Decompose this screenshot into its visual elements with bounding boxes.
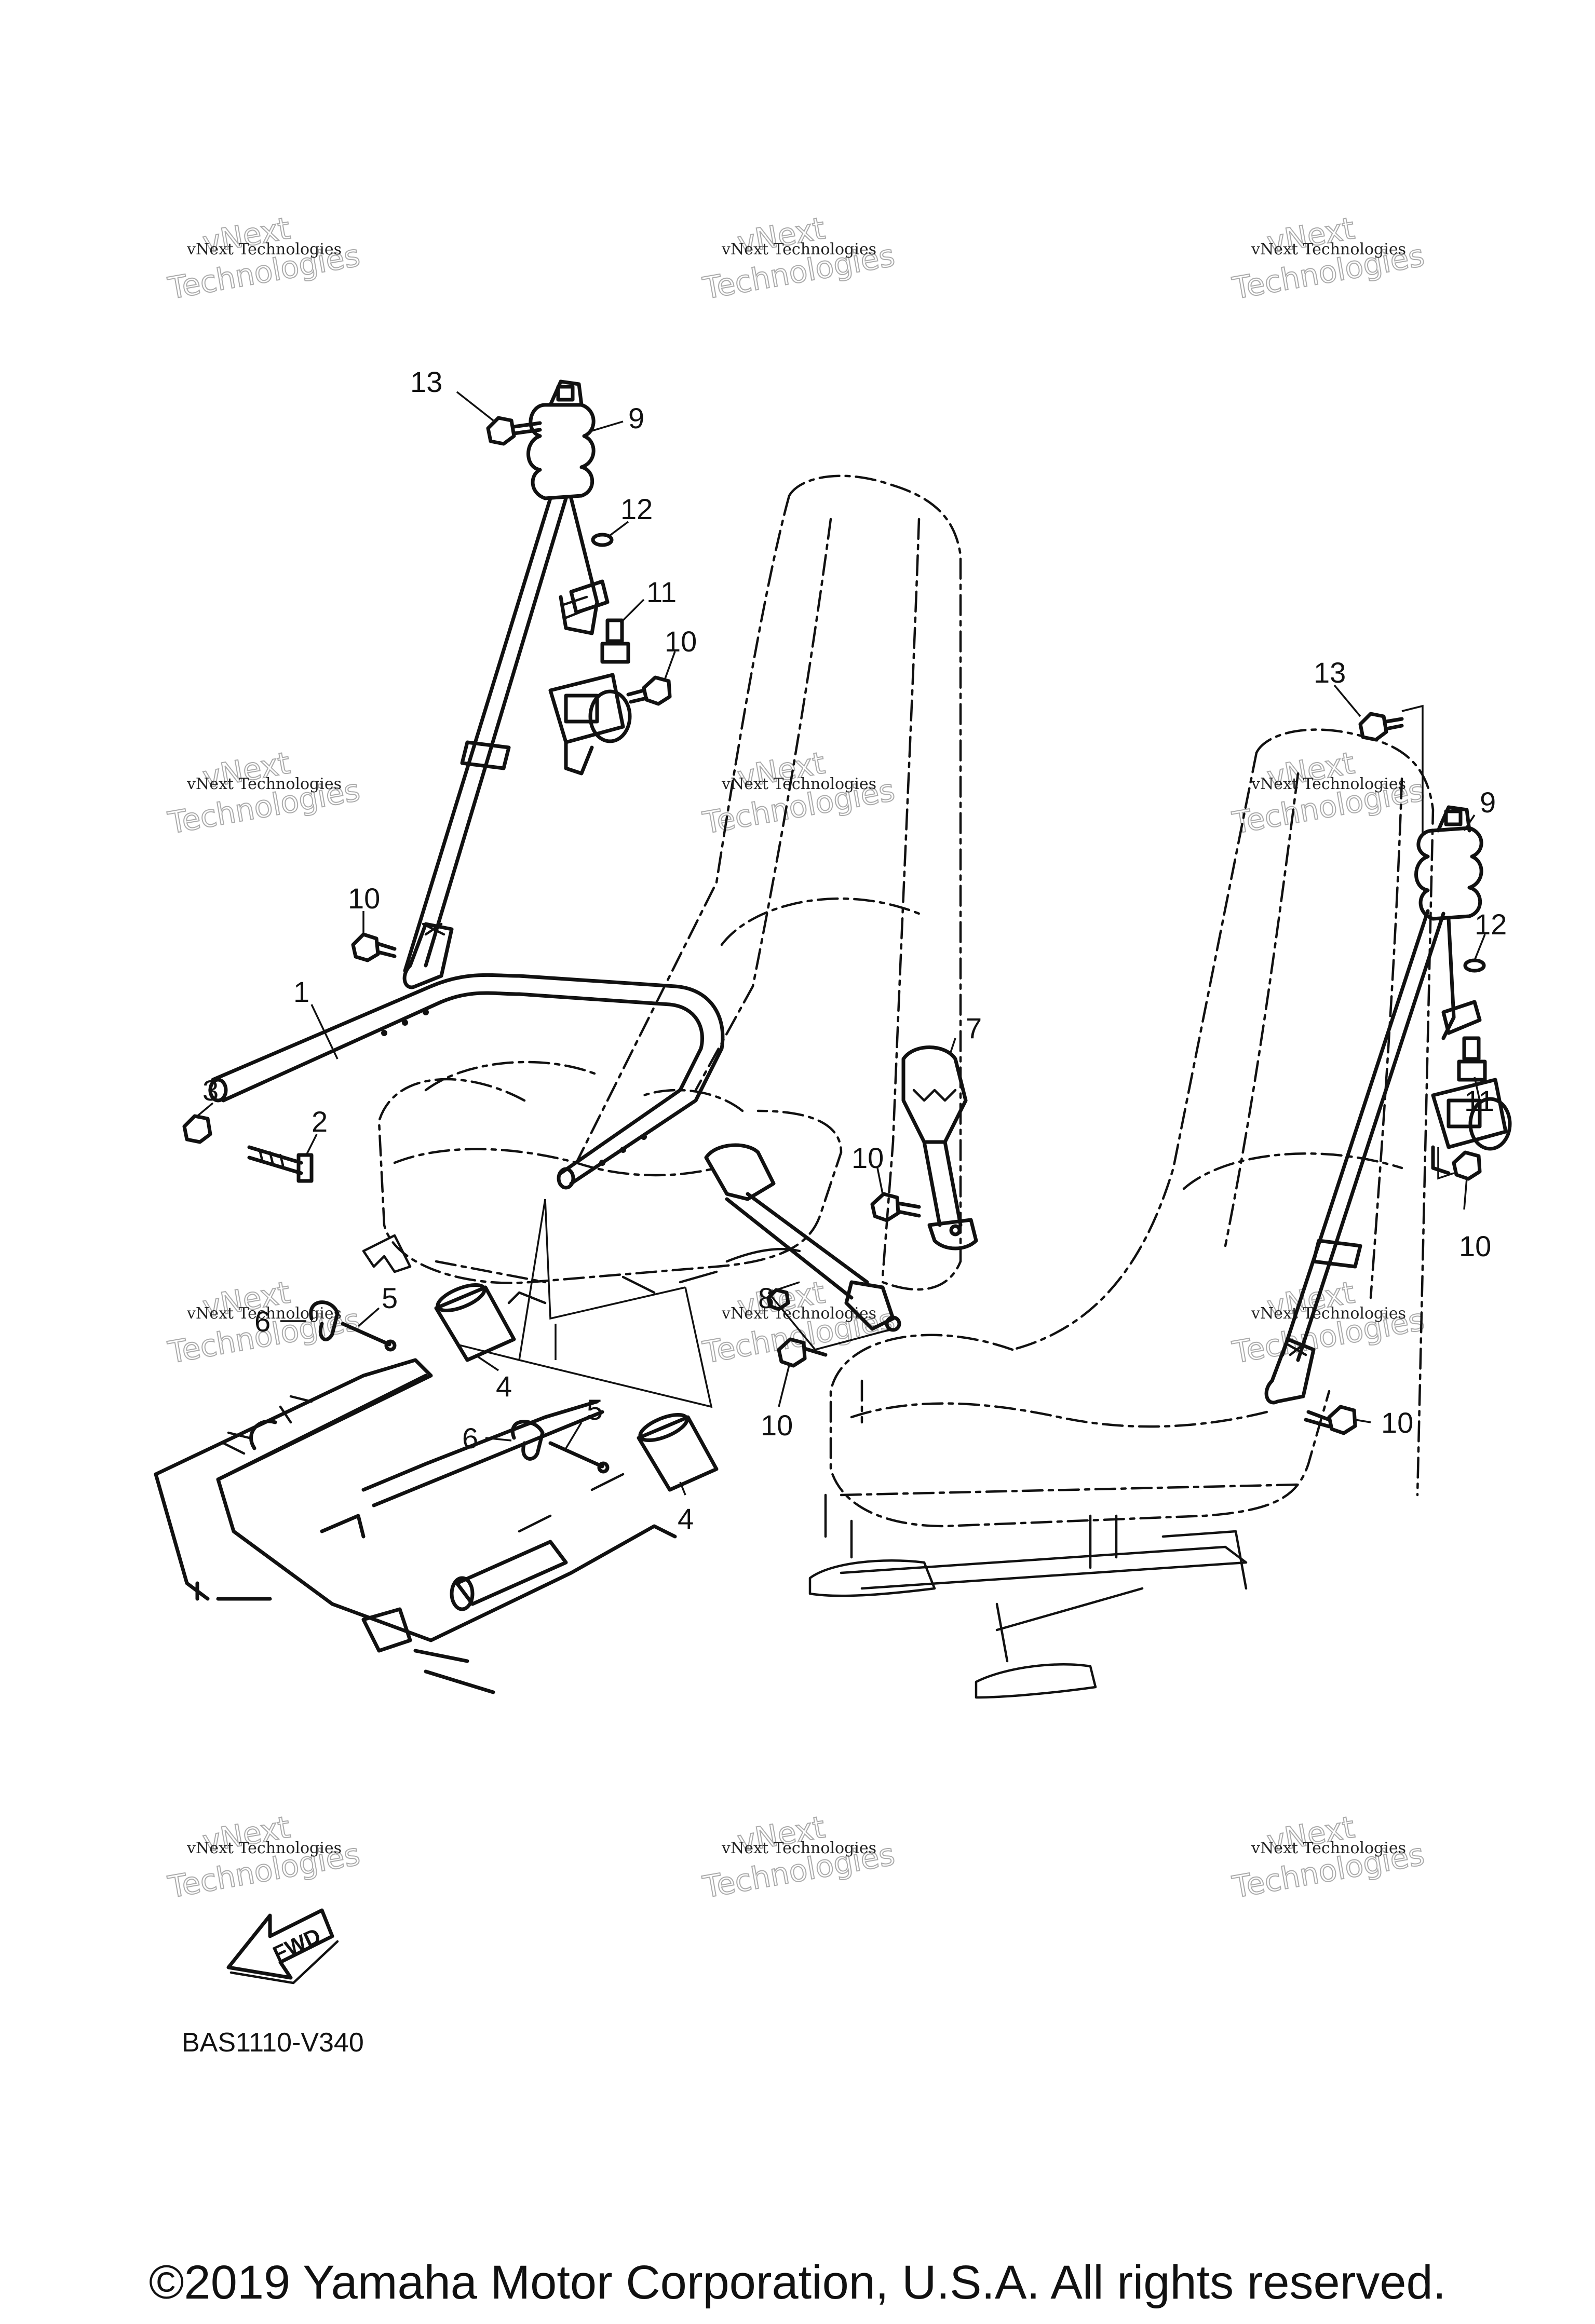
watermark: Technologies vNext vNext Technologies: [1229, 744, 1427, 841]
watermark: Technologies vNext vNext Technologies: [699, 210, 898, 306]
svg-text:vNext Technologies: vNext Technologies: [1251, 1839, 1406, 1857]
part-7-buckle: [901, 1045, 978, 1251]
part-8-bolt: [766, 1288, 790, 1311]
svg-text:vNext Technologies: vNext Technologies: [721, 1839, 876, 1857]
svg-text:vNext Technologies: vNext Technologies: [186, 1304, 342, 1323]
part-3-nut: [182, 1114, 212, 1144]
left-seat-belt: [402, 379, 632, 989]
callout-9-left: 9: [628, 402, 644, 434]
svg-text:FWD: FWD: [269, 1923, 325, 1966]
callout-10-right-upper: 10: [1459, 1230, 1491, 1262]
part-5-pin-lower: [548, 1441, 610, 1474]
callout-2: 2: [312, 1105, 328, 1138]
svg-text:vNext Technologies: vNext Technologies: [1251, 775, 1406, 793]
callout-leaders: [196, 391, 1486, 1496]
callout-10-right-lower: 10: [1381, 1406, 1413, 1439]
callout-13-left: 13: [410, 365, 442, 398]
svg-text:vNext Technologies: vNext Technologies: [721, 240, 876, 259]
svg-text:vNext Technologies: vNext Technologies: [1251, 1304, 1406, 1323]
watermark-grid: Technologies vNext vNext Technologies Te…: [165, 210, 1427, 1905]
callout-7: 7: [966, 1012, 982, 1044]
callout-8: 8: [758, 1282, 774, 1314]
part-13-bolt-left: [486, 416, 542, 446]
callout-5-upper: 5: [382, 1282, 398, 1314]
part-10-bolt-right-upper: [1437, 1147, 1482, 1181]
callout-10-stalk: 10: [761, 1409, 793, 1442]
callout-12-right: 12: [1475, 908, 1507, 941]
watermark: Technologies vNext vNext Technologies: [1229, 1274, 1427, 1370]
part-10-bolt-center: [870, 1192, 921, 1222]
part-10-bolt-left-upper: [626, 675, 672, 706]
left-seat-outline: [377, 474, 962, 1291]
watermark: Technologies vNext vNext Technologies: [699, 1809, 898, 1905]
callout-5-lower: 5: [587, 1393, 603, 1426]
fwd-arrow-icon: FWD: [226, 1908, 339, 1985]
right-seat-outline: [829, 728, 1435, 1528]
left-seat-brackets: [362, 1234, 801, 1304]
part-10-bolt-right-lower: [1304, 1405, 1357, 1435]
seat-frame-chassis: [154, 1358, 677, 1694]
part-11-spacer-right: [1457, 1036, 1487, 1082]
watermark: Technologies vNext vNext Technologies: [1229, 1809, 1427, 1905]
part-12-washer-right: [1463, 958, 1486, 973]
diagram-code: BAS1110-V340: [182, 2028, 364, 2058]
right-seat-belt: [1264, 704, 1512, 1405]
part-5-pin-upper: [341, 1322, 397, 1352]
svg-text:vNext Technologies: vNext Technologies: [186, 775, 342, 793]
part-2-bolt: [247, 1145, 314, 1183]
callout-numbers: 13 9 12 11 10 10 1 3 2 5 6 4 5 6 4 7 10 …: [202, 365, 1507, 1535]
callout-9-right: 9: [1480, 786, 1496, 819]
callout-4-lower: 4: [678, 1502, 694, 1535]
part-10-bolt-stalk: [777, 1337, 828, 1368]
watermark: Technologies vNext vNext Technologies: [165, 210, 363, 306]
callout-13-right: 13: [1314, 656, 1346, 689]
callout-6-lower: 6: [462, 1422, 478, 1455]
part-4-pivot-collar-upper: [434, 1283, 516, 1362]
svg-text:vNext Technologies: vNext Technologies: [186, 1839, 342, 1857]
callout-4-upper: 4: [496, 1370, 512, 1403]
callout-10-left-lower: 10: [348, 882, 380, 915]
callout-10-center: 10: [851, 1141, 884, 1174]
callout-1: 1: [293, 975, 309, 1008]
svg-text:vNext Technologies: vNext Technologies: [1251, 240, 1406, 259]
callout-6-upper: 6: [254, 1305, 271, 1338]
part-11-spacer-left: [600, 618, 630, 664]
part-13-bolt-right: [1358, 712, 1404, 742]
part-6-clip-lower: [511, 1420, 545, 1461]
callout-3: 3: [202, 1074, 219, 1107]
copyright-notice: ©2019 Yamaha Motor Corporation, U.S.A. A…: [148, 2256, 1447, 2309]
watermark: Technologies vNext vNext Technologies: [1229, 210, 1427, 306]
watermark: Technologies vNext vNext Technologies: [165, 744, 363, 841]
part-4-pivot-collar-lower: [637, 1412, 719, 1492]
callout-11-right: 11: [1464, 1084, 1494, 1117]
right-seat-rails: [808, 1493, 1248, 1699]
part-1-grab-bar: [208, 973, 725, 1190]
part-10-bolt-left-lower: [351, 932, 397, 962]
part-6-clip-upper: [309, 1300, 340, 1341]
watermark: Technologies vNext vNext Technologies: [165, 1809, 363, 1905]
part-8-belt-stalk: [704, 1143, 901, 1351]
callout-11-left: 11: [646, 576, 677, 608]
svg-text:vNext Technologies: vNext Technologies: [721, 775, 876, 793]
callout-12-left: 12: [620, 493, 653, 525]
svg-text:vNext Technologies: vNext Technologies: [186, 240, 342, 259]
callout-10-left-upper: 10: [665, 625, 697, 658]
part-12-washer-left: [591, 533, 614, 547]
